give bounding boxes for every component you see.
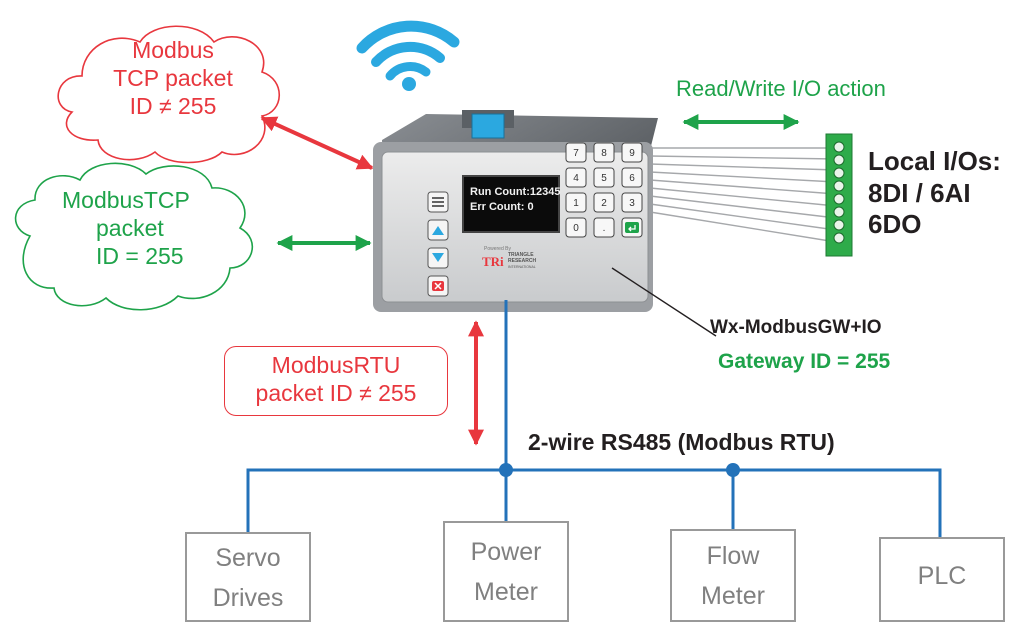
enter-icon	[625, 222, 639, 233]
brand-logo: TRi	[482, 254, 504, 269]
keypad-key-label: 8	[601, 148, 607, 159]
bus-junction-2	[726, 463, 740, 477]
rtu-box-line-2: packet ID ≠ 255	[255, 380, 417, 407]
gateway-device: Powered By TRi TRIANGLE RESEARCH INTERNA…	[373, 110, 658, 312]
gateway-id-label: Gateway ID = 255	[718, 350, 891, 373]
local-io-label: Local I/Os: 8DI / 6AI 6DO	[868, 146, 1001, 241]
local-io-line-1: Local I/Os:	[868, 146, 1001, 176]
slave-text-power-meter: Power Meter	[444, 532, 568, 612]
keypad-key-label: 4	[573, 173, 579, 184]
keypad-key-8	[593, 142, 615, 163]
slave-text-flow-meter: Flow Meter	[671, 536, 795, 616]
slave-plc-line-1: PLC	[917, 562, 967, 590]
arrow-tcp-other	[260, 116, 374, 170]
wifi-icon	[356, 20, 460, 91]
keypad-key-label: 5	[601, 173, 607, 184]
keypad-key-7	[565, 142, 587, 163]
bus-junction-1	[499, 463, 513, 477]
local-io-line-3: 6DO	[868, 209, 922, 240]
read-write-label: Read/Write I/O action	[676, 76, 886, 101]
keypad-key-1	[565, 192, 587, 213]
keypad-key-label: .	[603, 223, 606, 234]
keypad-key-6	[621, 167, 643, 188]
slave-servo-line-1: Servo	[215, 544, 281, 572]
keypad-key-3	[621, 192, 643, 213]
cloud-tcp-other-line-3: ID ≠ 255	[129, 93, 217, 120]
rtu-box-line-1: ModbusRTU	[271, 352, 401, 378]
io-wires	[649, 147, 837, 243]
keypad-key-label: 6	[629, 173, 635, 184]
brand-line-2: RESEARCH	[508, 258, 536, 264]
keypad-key-4	[565, 167, 587, 188]
slave-box-flow-meter	[670, 529, 796, 622]
down-arrow-icon	[432, 253, 444, 262]
cloud-tcp-gateway-line-3: ID = 255	[96, 243, 184, 270]
keypad-key-label: 7	[573, 148, 579, 159]
keypad: 7 8 9 4 5 6 1 2 3 0.	[565, 142, 643, 238]
keypad-key-5	[593, 167, 615, 188]
bus-label: 2-wire RS485 (Modbus RTU)	[528, 429, 835, 455]
slave-flow-line-2: Meter	[701, 582, 765, 610]
slave-text-plc: PLC	[880, 561, 1004, 592]
keypad-key-9	[621, 142, 643, 163]
slave-text-servo-drives: Servo Drives	[186, 538, 310, 618]
keypad-key-0	[565, 217, 587, 238]
slave-box-power-meter	[443, 521, 569, 622]
keypad-key-dot	[593, 217, 615, 238]
io-terminal-block	[825, 133, 853, 257]
slave-box-plc	[879, 537, 1005, 622]
cloud-tcp-other-line-2: TCP packet	[113, 65, 233, 92]
device-pointer-line	[611, 267, 717, 337]
lcd-text: Run Count:12345 Err Count: 0	[470, 185, 560, 215]
keypad-key-label: 3	[629, 198, 635, 209]
cloud-modbus-tcp-other	[57, 25, 280, 164]
keypad-key-label: 2	[601, 198, 607, 209]
up-arrow-icon	[432, 226, 444, 235]
device-name-label: Wx-ModbusGW+IO	[710, 317, 882, 338]
lcd-screen	[462, 175, 560, 233]
lcd-line-2: Err Count: 0	[470, 200, 534, 213]
brand-line-1: TRIANGLE	[508, 252, 534, 258]
lcd-line-1: Run Count:12345	[470, 186, 561, 198]
cloud-tcp-gateway-line-2: packet	[96, 215, 164, 242]
slave-power-line-1: Power	[470, 538, 542, 566]
rtu-packet-box: ModbusRTU packet ID ≠ 255	[224, 346, 448, 416]
local-io-line-2: 8DI / 6AI	[868, 177, 971, 208]
menu-icon	[432, 197, 444, 207]
cloud-tcp-other-text: Modbus TCP packet ID ≠ 255	[88, 36, 258, 120]
slave-flow-line-1: Flow	[706, 542, 760, 570]
slave-box-servo-drives	[185, 532, 311, 622]
keypad-key-2	[593, 192, 615, 213]
keypad-key-label: 1	[573, 198, 579, 209]
brand-line-3: INTERNATIONAL	[508, 265, 536, 269]
cloud-modbus-tcp-gateway	[14, 162, 253, 311]
keypad-key-label: 0	[573, 223, 579, 234]
cloud-tcp-gateway-line-1: ModbusTCP	[62, 187, 190, 213]
cloud-tcp-other-line-1: Modbus	[132, 37, 214, 63]
keypad-key-label: 9	[629, 148, 635, 159]
rs485-bus	[246, 300, 942, 538]
brand-small-text: Powered By	[484, 246, 511, 252]
slave-servo-line-2: Drives	[212, 584, 284, 612]
slave-power-line-2: Meter	[474, 578, 538, 606]
cloud-tcp-gateway-text: ModbusTCP packet ID = 255	[62, 186, 190, 270]
